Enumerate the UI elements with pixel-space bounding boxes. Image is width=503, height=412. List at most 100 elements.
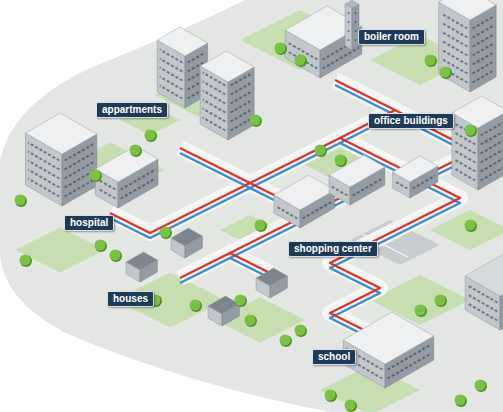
window-row (160, 59, 183, 72)
tree-shadow (475, 380, 487, 392)
tree (425, 55, 436, 66)
office-building (452, 96, 503, 190)
window-row (455, 169, 476, 181)
tree-shadow (425, 55, 437, 67)
window-row (441, 50, 467, 65)
window-row (395, 182, 407, 189)
window-row (288, 52, 318, 69)
label-tag: school (312, 349, 356, 365)
window-row (473, 53, 494, 65)
tree (295, 55, 306, 66)
tree (245, 315, 256, 326)
window-row (28, 179, 59, 197)
parking-stripe (398, 252, 408, 257)
street (180, 138, 340, 183)
tree (145, 130, 156, 141)
window-row (473, 62, 494, 74)
label-tag: boiler room (358, 29, 425, 45)
tree (455, 395, 466, 406)
window-row (231, 92, 252, 104)
window-row (388, 345, 432, 370)
hospital-building (25, 113, 96, 206)
label-text: houses (113, 293, 148, 305)
window-row (160, 77, 183, 90)
tree-shadow (190, 300, 202, 312)
window-row (231, 83, 252, 95)
label-text: school (318, 351, 350, 363)
window-row (277, 207, 298, 219)
window-row (348, 40, 350, 41)
tree-shadow (20, 255, 32, 267)
tree-shadow (345, 400, 357, 412)
window-row (121, 179, 156, 199)
window-row (28, 161, 59, 179)
window-row (473, 44, 494, 56)
apartment-block (200, 51, 254, 140)
tree (325, 390, 336, 401)
tree (465, 125, 476, 136)
window-row (355, 40, 357, 41)
parking-stripe (389, 248, 399, 253)
tree-shadow (295, 325, 307, 337)
tree (415, 305, 426, 316)
window-row (203, 91, 226, 104)
window-row (481, 167, 503, 181)
window-row (231, 110, 252, 122)
tree-shadow (110, 250, 122, 262)
window-row (188, 53, 205, 63)
tree-shadow (15, 195, 27, 207)
window-row (323, 48, 360, 69)
window-row (203, 118, 226, 131)
window-row (481, 122, 503, 136)
tree (110, 250, 121, 261)
window-row (455, 151, 476, 163)
tree (95, 240, 106, 251)
window-row (231, 74, 252, 86)
window-row (473, 26, 494, 38)
tree-shadow (325, 390, 337, 402)
tree (345, 400, 356, 411)
shop-building (329, 155, 385, 205)
grass-patch (15, 228, 105, 273)
window-row (28, 152, 59, 170)
tree (275, 43, 286, 54)
window-row (353, 179, 383, 196)
window-row (481, 131, 503, 145)
window-row (203, 82, 226, 95)
tree (235, 295, 246, 306)
tree (295, 325, 306, 336)
window-row (203, 73, 226, 86)
window-row (481, 140, 503, 154)
sports-hall (465, 246, 503, 330)
window-row (455, 160, 476, 172)
building-roof (256, 268, 287, 286)
window-row (441, 41, 467, 56)
tree-shadow (335, 155, 347, 167)
tree (130, 145, 141, 156)
tree (160, 227, 171, 238)
window-row (348, 13, 350, 14)
window-row (348, 22, 350, 23)
hospital-wing (95, 146, 158, 208)
tree (465, 220, 476, 231)
tree-shadow (90, 170, 102, 182)
window-row (231, 119, 252, 131)
window-row (455, 124, 476, 136)
window-row (28, 170, 59, 188)
window-row (121, 170, 156, 190)
tree (190, 300, 201, 311)
tree-shadow (415, 305, 427, 317)
window-row (65, 153, 95, 170)
tree-shadow (250, 115, 262, 127)
tree (475, 380, 486, 391)
building-roof (345, 0, 359, 8)
window-row (355, 22, 357, 23)
window-row (65, 171, 95, 188)
tree (20, 255, 31, 266)
tree-shadow (255, 220, 267, 232)
window-row (332, 187, 348, 196)
